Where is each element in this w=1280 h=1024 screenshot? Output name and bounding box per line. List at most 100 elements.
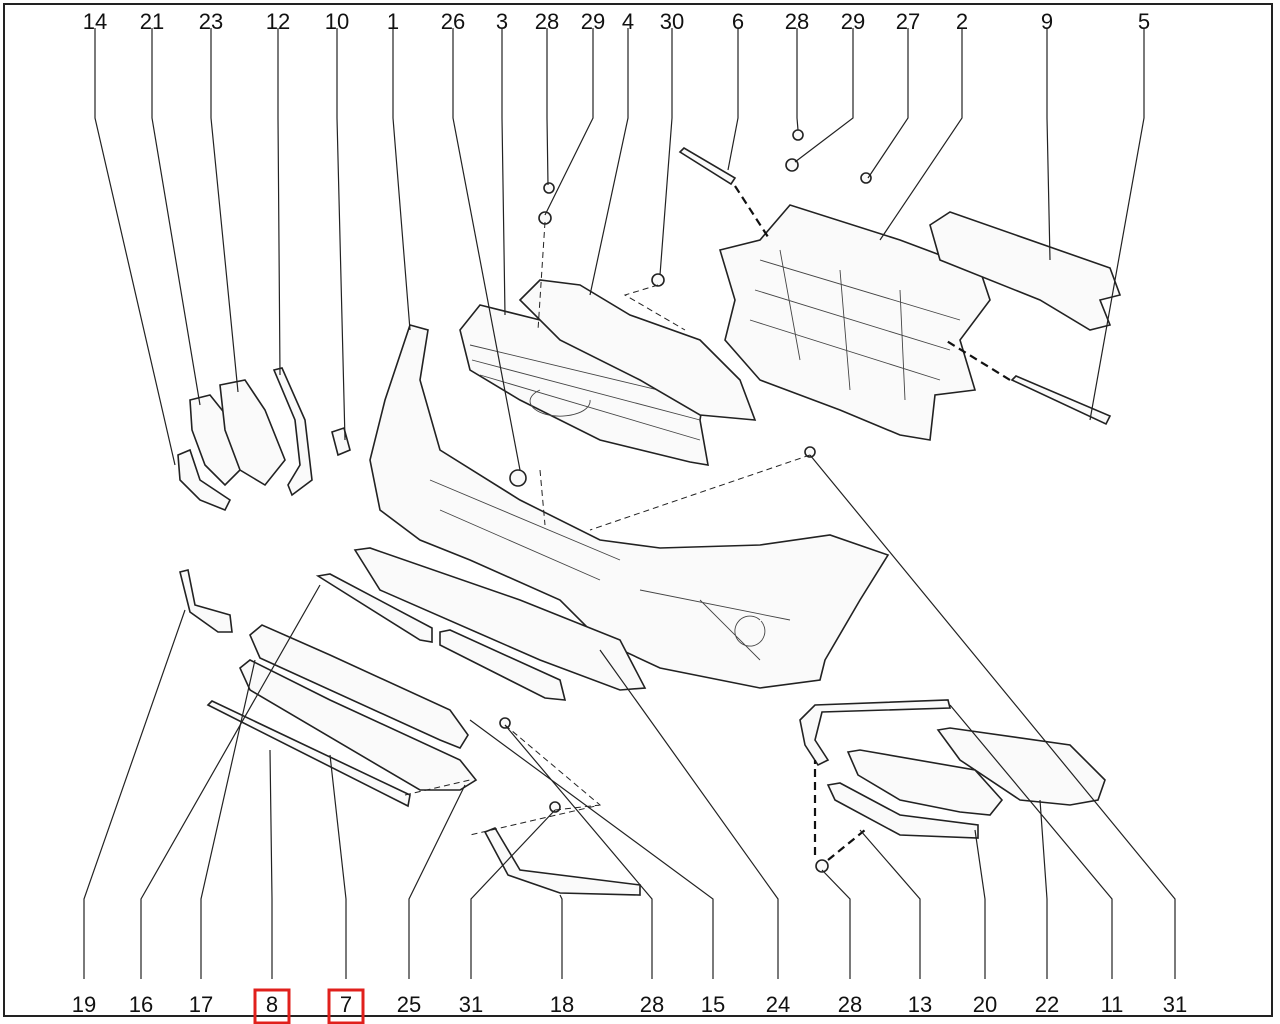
callout-label-29: 29 — [581, 9, 605, 34]
callout-label-2: 2 — [956, 9, 968, 34]
fasteners — [499, 129, 872, 873]
leader-line — [140, 584, 321, 979]
leader-line — [879, 28, 963, 241]
callout-label-29: 29 — [841, 9, 865, 34]
callout-label-7: 7 — [340, 992, 352, 1017]
highlight-box-8 — [253, 988, 291, 1024]
part-spoiler-7 — [239, 659, 478, 791]
part-bracket-14 — [177, 448, 232, 512]
parts-drawings — [177, 129, 1122, 896]
assembly-line — [404, 221, 811, 836]
callout-label-31: 31 — [459, 992, 483, 1017]
bumper-detail — [429, 479, 791, 661]
leader-line — [949, 704, 1113, 979]
callout-label-19: 19 — [72, 992, 96, 1017]
callout-label-1: 1 — [387, 9, 399, 34]
leader-line — [94, 28, 176, 466]
leader-line — [1046, 28, 1051, 261]
leader-line — [589, 28, 629, 296]
leader-line — [1039, 799, 1048, 979]
callout-label-16: 16 — [129, 992, 153, 1017]
part-trim-18 — [483, 827, 641, 896]
callout-label-22: 22 — [1035, 992, 1059, 1017]
leader-line — [392, 28, 411, 331]
leader-line — [1089, 28, 1145, 421]
leader-line — [544, 28, 594, 216]
leader-line — [408, 784, 466, 979]
callout-label-24: 24 — [766, 992, 790, 1017]
part-fog-cover-22 — [936, 727, 1106, 806]
callout-label-14: 14 — [83, 9, 107, 34]
callout-label-28: 28 — [785, 9, 809, 34]
leader-lines — [83, 28, 1176, 979]
leader-line — [336, 28, 346, 441]
leader-line — [210, 28, 239, 393]
leader-line — [269, 749, 273, 979]
callout-label-27: 27 — [896, 9, 920, 34]
leader-line — [809, 454, 1176, 979]
callout-label-10: 10 — [325, 9, 349, 34]
carrier-ribs — [749, 249, 961, 401]
callout-label-30: 30 — [660, 9, 684, 34]
leader-line — [599, 649, 779, 979]
callout-label-23: 23 — [199, 9, 223, 34]
part-strip-8 — [206, 700, 411, 808]
leader-line — [546, 28, 549, 186]
callout-label-13: 13 — [908, 992, 932, 1017]
leader-line — [867, 28, 909, 179]
part-bracket-19 — [179, 569, 233, 633]
part-lower-grille-24 — [353, 547, 647, 691]
callout-label-28: 28 — [838, 992, 862, 1017]
diagram-frame — [3, 3, 1273, 1017]
part-strip-6 — [678, 146, 737, 186]
part-strip-5 — [1010, 375, 1112, 426]
callout-label-21: 21 — [140, 9, 164, 34]
leader-line — [470, 809, 556, 979]
leader-line — [794, 28, 854, 163]
leader-line — [659, 28, 673, 276]
leader-line — [469, 719, 714, 979]
leader-line — [329, 754, 347, 979]
part-clip-10 — [331, 426, 351, 457]
leader-line — [974, 829, 986, 979]
callout-label-18: 18 — [550, 992, 574, 1017]
part-lower-grille-16 — [315, 573, 433, 643]
callout-label-5: 5 — [1138, 9, 1150, 34]
leader-line — [727, 28, 739, 171]
part-upper-carrier — [718, 204, 991, 441]
leader-line — [821, 869, 851, 979]
part-trim-13 — [826, 782, 979, 839]
leader-line — [151, 28, 201, 406]
callout-label-15: 15 — [701, 992, 725, 1017]
leader-line — [859, 829, 921, 979]
callout-label-28: 28 — [640, 992, 664, 1017]
leader-line — [83, 609, 186, 979]
assembly-arrow — [827, 829, 866, 861]
callout-label-25: 25 — [397, 992, 421, 1017]
part-bumper-cover — [369, 324, 890, 689]
callout-label-31: 31 — [1163, 992, 1187, 1017]
callout-label-28: 28 — [535, 9, 559, 34]
callout-label-3: 3 — [496, 9, 508, 34]
leader-line — [277, 28, 281, 376]
leader-line — [559, 894, 563, 979]
part-bracket-12 — [272, 367, 313, 497]
leader-line — [452, 28, 521, 471]
part-grille-mesh — [518, 279, 757, 421]
callout-label-8: 8 — [266, 992, 278, 1017]
callout-label-20: 20 — [973, 992, 997, 1017]
part-fog-frame-11 — [799, 699, 952, 767]
leader-line — [501, 28, 506, 316]
part-lower-grille-17 — [249, 624, 469, 749]
leader-line — [200, 659, 256, 979]
callout-label-12: 12 — [266, 9, 290, 34]
assembly-arrow — [734, 185, 771, 241]
callout-label-6: 6 — [732, 9, 744, 34]
callout-label-9: 9 — [1041, 9, 1053, 34]
part-fog-cover-20 — [846, 749, 1004, 816]
highlight-box-7 — [327, 988, 365, 1024]
callout-label-26: 26 — [441, 9, 465, 34]
leader-line — [504, 724, 653, 979]
